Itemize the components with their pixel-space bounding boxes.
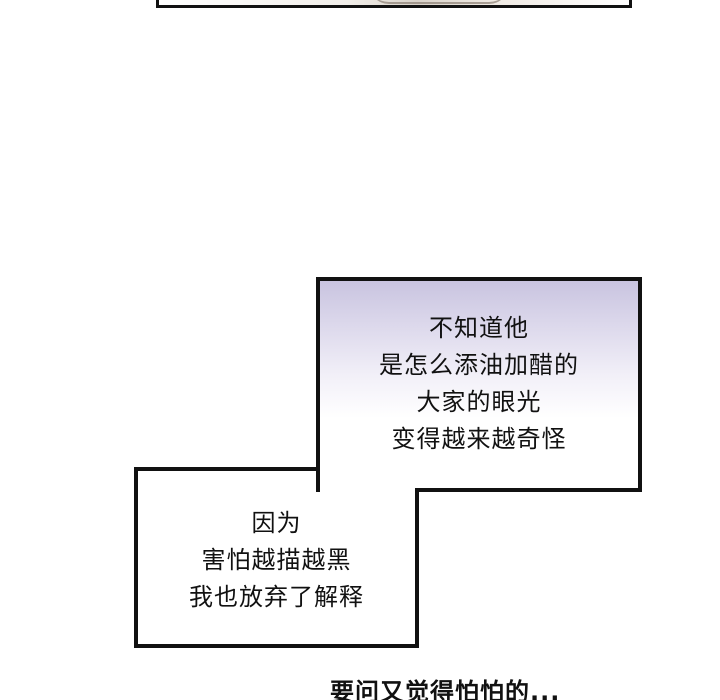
box-border-upper-left (316, 277, 320, 471)
box-border-step-top (134, 467, 320, 471)
narration-line: 变得越来越奇怪 (391, 425, 567, 453)
narration-line: 我也放弃了解释 (189, 583, 364, 611)
previous-panel-edge (156, 0, 632, 8)
narration-text-upper: 不知道他 是怎么添油加醋的 大家的眼光 变得越来越奇怪 (320, 310, 638, 458)
narration-box-lower (134, 467, 419, 648)
narration-box-upper (316, 277, 642, 492)
bottom-caption-text: 要问又觉得怕怕的... (330, 678, 561, 700)
box-border-lower-right (415, 488, 419, 648)
narration-line: 因为 (251, 509, 302, 537)
box-border-step-bottom (415, 488, 642, 492)
narration-line: 不知道他 (429, 314, 529, 342)
narration-line: 害怕越描越黑 (201, 546, 352, 574)
panel-illustration-fragment (369, 0, 509, 4)
narration-line: 大家的眼光 (416, 388, 542, 416)
narration-line: 是怎么添油加醋的 (379, 351, 579, 379)
narration-text-lower: 因为 害怕越描越黑 我也放弃了解释 (138, 505, 415, 616)
box-join-fill (320, 467, 415, 492)
